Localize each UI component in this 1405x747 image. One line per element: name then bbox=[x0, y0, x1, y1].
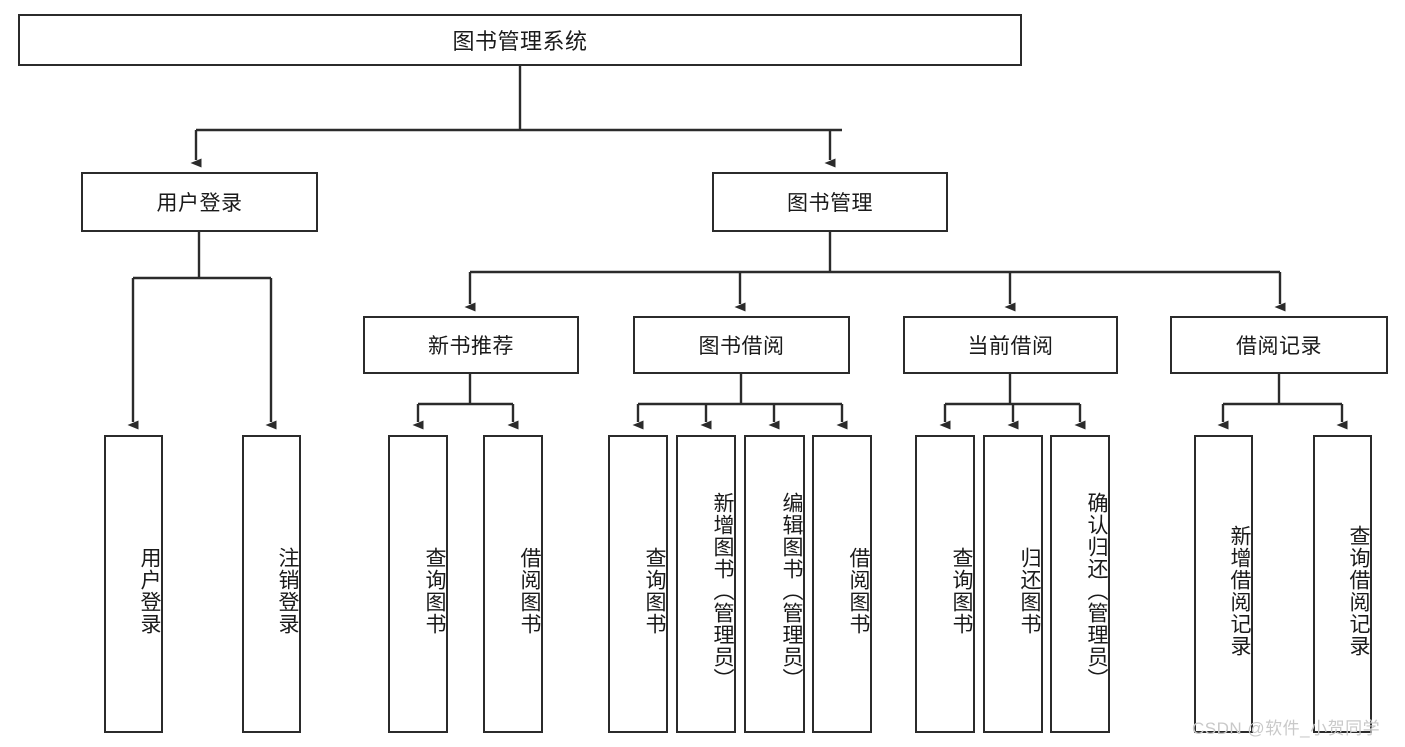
leaf-user-login-label: 用户登录 bbox=[138, 547, 161, 635]
leaf-return-book-label: 归还图书 bbox=[1018, 547, 1041, 635]
node-borrow-record-label: 借阅记录 bbox=[1236, 335, 1322, 358]
leaf-add-book-label: 新增图书（管理员） bbox=[711, 492, 734, 690]
leaf-query-book-1[interactable]: 查询图书 bbox=[388, 435, 448, 733]
leaf-logout-label: 注销登录 bbox=[276, 547, 299, 635]
node-current-borrow[interactable]: 当前借阅 bbox=[903, 316, 1118, 374]
leaf-user-login[interactable]: 用户登录 bbox=[104, 435, 163, 733]
leaf-query-book-3-label: 查询图书 bbox=[950, 547, 973, 635]
leaf-logout[interactable]: 注销登录 bbox=[242, 435, 301, 733]
node-root-label: 图书管理系统 bbox=[452, 29, 588, 54]
leaf-return-book[interactable]: 归还图书 bbox=[983, 435, 1043, 733]
leaf-borrow-book-1-label: 借阅图书 bbox=[518, 547, 541, 635]
node-borrow-record[interactable]: 借阅记录 bbox=[1170, 316, 1388, 374]
node-book-manage[interactable]: 图书管理 bbox=[712, 172, 948, 232]
node-new-book-rec-label: 新书推荐 bbox=[428, 335, 514, 358]
leaf-add-record-label: 新增借阅记录 bbox=[1228, 525, 1251, 657]
leaf-add-record[interactable]: 新增借阅记录 bbox=[1194, 435, 1253, 733]
leaf-confirm-return-label: 确认归还（管理员） bbox=[1085, 492, 1108, 690]
node-root[interactable]: 图书管理系统 bbox=[18, 14, 1022, 66]
node-book-manage-label: 图书管理 bbox=[787, 192, 873, 215]
leaf-add-book[interactable]: 新增图书（管理员） bbox=[676, 435, 736, 733]
leaf-borrow-book-2-label: 借阅图书 bbox=[847, 547, 870, 635]
leaf-query-record[interactable]: 查询借阅记录 bbox=[1313, 435, 1372, 733]
leaf-query-book-2-label: 查询图书 bbox=[643, 547, 666, 635]
leaf-query-record-label: 查询借阅记录 bbox=[1347, 525, 1370, 657]
leaf-borrow-book-2[interactable]: 借阅图书 bbox=[812, 435, 872, 733]
node-book-borrow[interactable]: 图书借阅 bbox=[633, 316, 850, 374]
leaf-query-book-2[interactable]: 查询图书 bbox=[608, 435, 668, 733]
leaf-query-book-1-label: 查询图书 bbox=[423, 547, 446, 635]
node-current-borrow-label: 当前借阅 bbox=[967, 335, 1054, 358]
watermark: CSDN @软件_小贺同学 bbox=[1192, 719, 1381, 738]
leaf-query-book-3[interactable]: 查询图书 bbox=[915, 435, 975, 733]
node-user-login[interactable]: 用户登录 bbox=[81, 172, 318, 232]
leaf-edit-book[interactable]: 编辑图书（管理员） bbox=[744, 435, 805, 733]
leaf-edit-book-label: 编辑图书（管理员） bbox=[780, 492, 803, 690]
node-user-login-label: 用户登录 bbox=[156, 192, 243, 215]
node-new-book-rec[interactable]: 新书推荐 bbox=[363, 316, 579, 374]
leaf-borrow-book-1[interactable]: 借阅图书 bbox=[483, 435, 543, 733]
leaf-confirm-return[interactable]: 确认归还（管理员） bbox=[1050, 435, 1110, 733]
node-book-borrow-label: 图书借阅 bbox=[698, 335, 785, 358]
